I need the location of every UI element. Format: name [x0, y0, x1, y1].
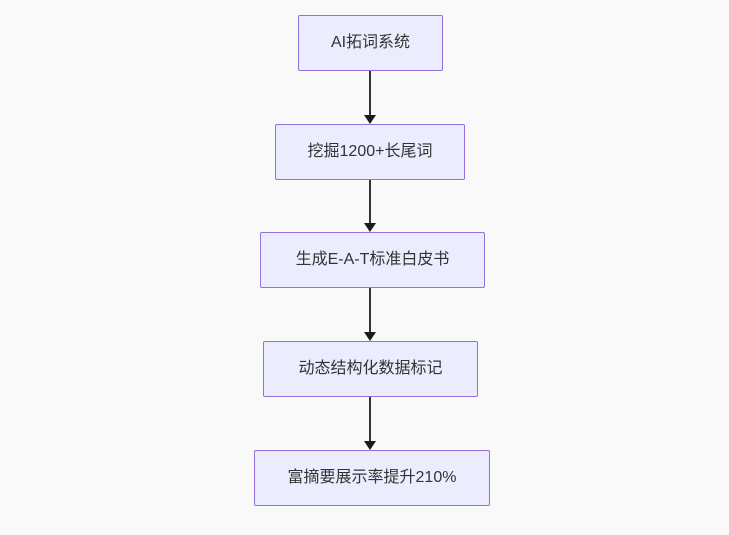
flowchart-node-longtail-keywords: 挖掘1200+长尾词	[275, 124, 465, 180]
arrow-line	[369, 397, 371, 441]
node-label: 生成E-A-T标准白皮书	[295, 251, 450, 268]
flowchart-node-eat-whitepaper: 生成E-A-T标准白皮书	[260, 232, 485, 288]
arrow-line	[369, 71, 371, 115]
node-label: 动态结构化数据标记	[298, 360, 443, 377]
arrow-head-icon	[364, 223, 376, 232]
arrow-head-icon	[364, 332, 376, 341]
flow-arrow-down-icon	[364, 288, 376, 341]
arrow-head-icon	[364, 441, 376, 450]
flow-arrow-down-icon	[364, 71, 376, 124]
node-label: 富摘要展示率提升210%	[287, 469, 457, 486]
flowchart-node-rich-snippet-result: 富摘要展示率提升210%	[254, 450, 490, 506]
arrow-line	[369, 180, 371, 223]
node-label: AI拓词系统	[330, 34, 411, 51]
flow-arrow-down-icon	[364, 397, 376, 450]
node-label: 挖掘1200+长尾词	[307, 143, 433, 160]
arrow-head-icon	[364, 115, 376, 124]
flowchart-node-structured-data: 动态结构化数据标记	[263, 341, 478, 397]
arrow-line	[369, 288, 371, 332]
flow-arrow-down-icon	[364, 180, 376, 232]
flowchart-node-ai-system: AI拓词系统	[298, 15, 443, 71]
